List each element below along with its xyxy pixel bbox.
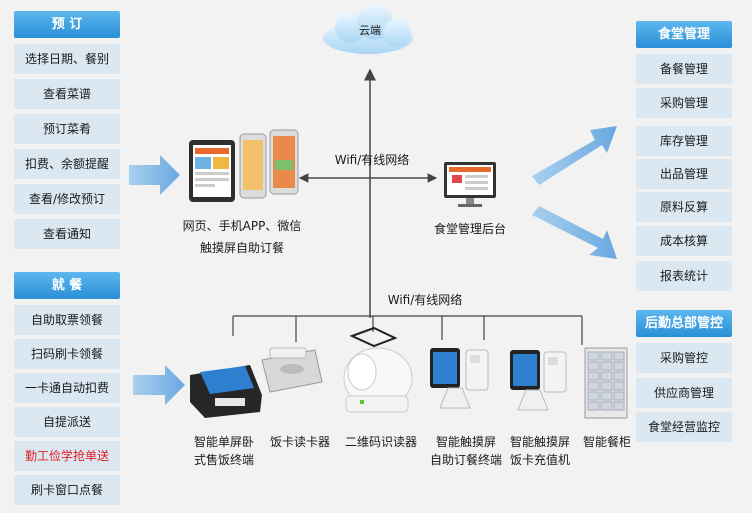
device-3-label: 二维码识读器 bbox=[344, 435, 417, 449]
device-6-label: 智能餐柜 bbox=[582, 435, 631, 449]
dining-panel: 就 餐 自助取票领餐 扫码刷卡领餐 一卡通自动扣费 自提派送 勤工俭学抢单送 刷… bbox=[14, 272, 120, 510]
arrow-into-ordering bbox=[129, 155, 180, 195]
booking-item-1[interactable]: 查看菜谱 bbox=[14, 79, 120, 109]
arrow-into-devices bbox=[133, 365, 185, 405]
canteen-management-title: 食堂管理 bbox=[636, 21, 732, 48]
monitor-icon bbox=[444, 162, 496, 207]
dining-item-3[interactable]: 自提派送 bbox=[14, 407, 120, 437]
kiosk-terminal-icon bbox=[430, 348, 489, 409]
cloud-icon bbox=[323, 4, 413, 54]
device-4-label-line1: 智能触摸屏 bbox=[435, 435, 496, 449]
booking-panel-title: 预 订 bbox=[14, 11, 120, 38]
management-item-2[interactable]: 库存管理 bbox=[636, 126, 732, 156]
cloud-label: 云端 bbox=[359, 24, 381, 37]
dining-item-5[interactable]: 刷卡窗口点餐 bbox=[14, 475, 120, 505]
device-5-label-line2: 饭卡充值机 bbox=[509, 453, 570, 467]
management-item-5[interactable]: 成本核算 bbox=[636, 226, 732, 256]
booking-item-0[interactable]: 选择日期、餐别 bbox=[14, 44, 120, 74]
device-4-label-line2: 自助订餐终端 bbox=[429, 453, 502, 467]
booking-item-3[interactable]: 扣费、余额提醒 bbox=[14, 149, 120, 179]
dining-item-0[interactable]: 自助取票领餐 bbox=[14, 305, 120, 335]
booking-item-2[interactable]: 预订菜肴 bbox=[14, 114, 120, 144]
ordering-label-1: 网页、手机APP、微信 bbox=[182, 219, 302, 233]
dining-item-1[interactable]: 扫码刷卡领餐 bbox=[14, 339, 120, 369]
arrow-to-management-down bbox=[532, 206, 617, 259]
recharge-kiosk-icon bbox=[510, 350, 567, 411]
logistics-hq-panel: 后勤总部管控 采购管控 供应商管理 食堂经营监控 bbox=[636, 310, 732, 446]
device-1-label-line2: 式售饭终端 bbox=[193, 453, 254, 467]
card-reader-icon bbox=[261, 347, 323, 393]
backend-label: 食堂管理后台 bbox=[433, 222, 506, 236]
management-item-4[interactable]: 原料反算 bbox=[636, 192, 732, 222]
logistics-hq-title: 后勤总部管控 bbox=[636, 310, 732, 337]
device-1-label-line1: 智能单屏卧 bbox=[193, 435, 254, 449]
dining-item-2[interactable]: 一卡通自动扣费 bbox=[14, 373, 120, 403]
arrow-to-management-up bbox=[532, 126, 617, 185]
device-5-label-line1: 智能触摸屏 bbox=[509, 435, 570, 449]
network-label-bottom: Wifi/有线网络 bbox=[387, 293, 463, 307]
management-item-3[interactable]: 出品管理 bbox=[636, 159, 732, 189]
qr-scanner-icon bbox=[343, 326, 413, 413]
pos-terminal-icon bbox=[190, 365, 262, 418]
food-locker-icon bbox=[584, 347, 628, 419]
device-bus bbox=[232, 315, 583, 345]
hq-item-0[interactable]: 采购管控 bbox=[636, 343, 732, 373]
device-2-label: 饭卡读卡器 bbox=[269, 435, 330, 449]
tablet-phone-icon bbox=[189, 129, 299, 202]
booking-item-5[interactable]: 查看通知 bbox=[14, 219, 120, 249]
hq-item-2[interactable]: 食堂经营监控 bbox=[636, 412, 732, 442]
dining-item-4[interactable]: 勤工俭学抢单送 bbox=[14, 441, 120, 471]
network-label-top: Wifi/有线网络 bbox=[334, 153, 410, 167]
hq-item-1[interactable]: 供应商管理 bbox=[636, 378, 732, 408]
management-item-6[interactable]: 报表统计 bbox=[636, 261, 732, 291]
booking-item-4[interactable]: 查看/修改预订 bbox=[14, 184, 120, 214]
booking-panel: 预 订 选择日期、餐别 查看菜谱 预订菜肴 扣费、余额提醒 查看/修改预订 查看… bbox=[14, 11, 120, 257]
management-item-1[interactable]: 采购管理 bbox=[636, 88, 732, 118]
canteen-management-panel: 食堂管理 备餐管理 采购管理 库存管理 出品管理 原料反算 成本核算 报表统计 bbox=[636, 21, 732, 293]
ordering-label-2: 触摸屏自助订餐 bbox=[199, 241, 284, 255]
management-item-0[interactable]: 备餐管理 bbox=[636, 54, 732, 84]
dining-panel-title: 就 餐 bbox=[14, 272, 120, 299]
